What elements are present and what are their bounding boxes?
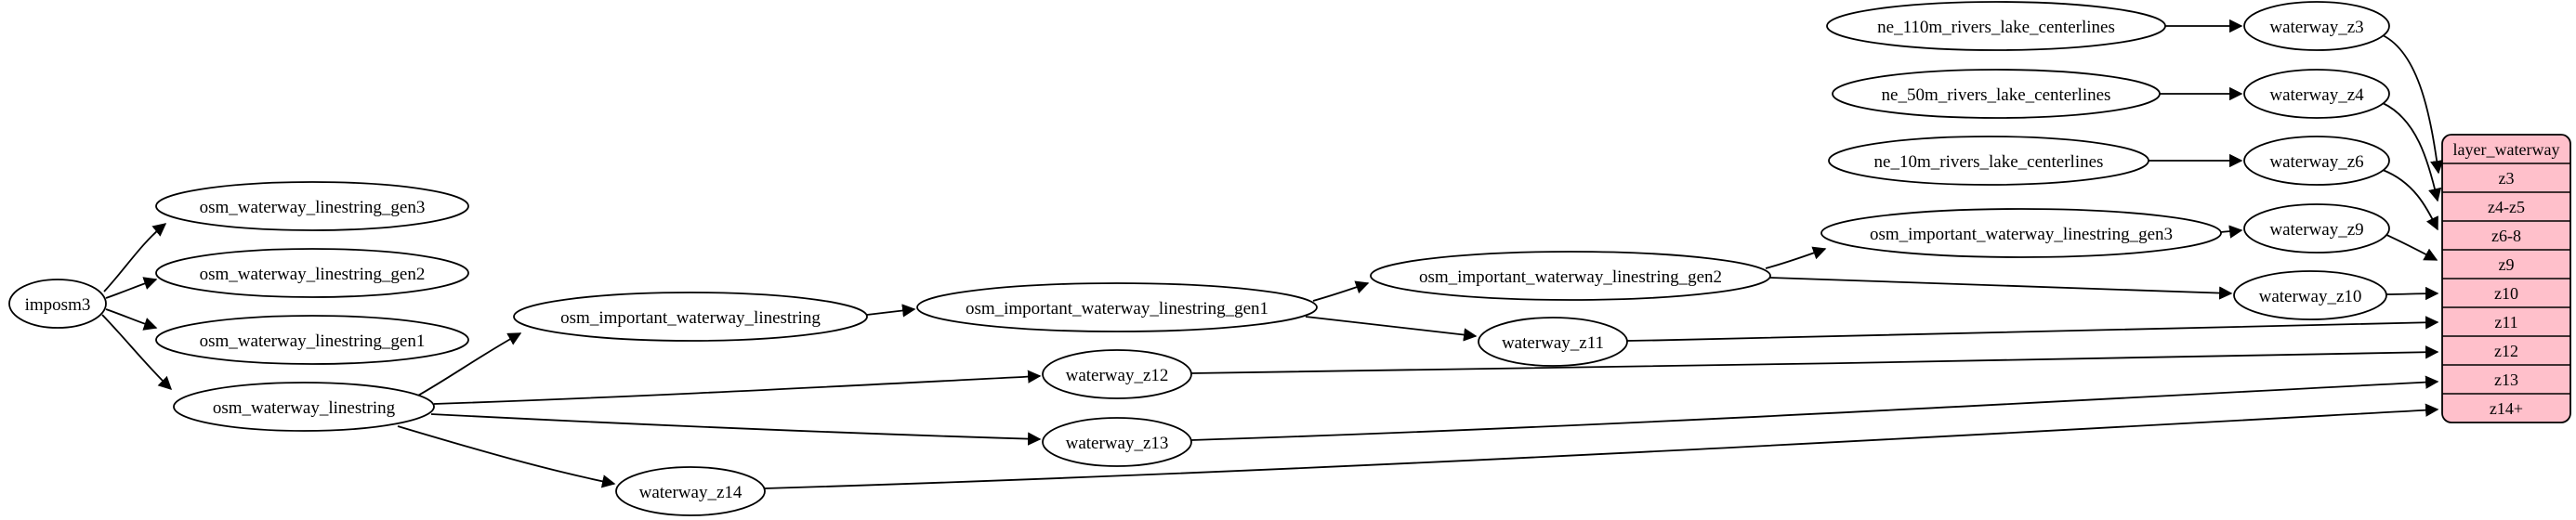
edge-important-gen1-to-gen2 <box>1312 280 1370 302</box>
node-ne_10m_rivers_lake_centerlines: ne_10m_rivers_lake_centerlines <box>1828 136 2149 186</box>
edge-important-gen2-to-waterway_z10 <box>1769 277 2233 300</box>
edge-imposm3-to-osm_waterway_linestring_gen1 <box>105 308 158 331</box>
node-ne_10m_rivers_lake_centerlines-label: ne_10m_rivers_lake_centerlines <box>1874 152 2104 172</box>
node-imposm3-label: imposm3 <box>25 295 91 315</box>
node-waterway_z11-label: waterway_z11 <box>1502 333 1604 353</box>
node-osm_important_waterway_linestring_gen3: osm_important_waterway_linestring_gen3 <box>1820 208 2222 258</box>
record-row-z13: z13 <box>2494 370 2518 389</box>
edge-important-gen2-to-gen3 <box>1765 246 1827 269</box>
node-osm_important_waterway_linestring: osm_important_waterway_linestring <box>513 292 868 342</box>
edge-waterway_z4-to-row-z4-z5 <box>2382 102 2442 202</box>
node-osm_waterway_linestring_gen2: osm_waterway_linestring_gen2 <box>155 248 469 298</box>
node-osm_waterway_linestring_gen3: osm_waterway_linestring_gen3 <box>155 181 469 231</box>
node-osm_waterway_linestring_gen1-label: osm_waterway_linestring_gen1 <box>200 332 426 351</box>
node-waterway_z4-label: waterway_z4 <box>2269 85 2364 105</box>
node-osm_important_waterway_linestring-label: osm_important_waterway_linestring <box>560 308 821 328</box>
node-waterway_z10-shape <box>2233 270 2387 320</box>
node-osm_waterway_linestring_gen3-label: osm_waterway_linestring_gen3 <box>200 198 426 217</box>
node-ne_110m_rivers_lake_centerlines-label: ne_110m_rivers_lake_centerlines <box>1877 18 2115 37</box>
edge-osm_waterway_linestring-to-osm_important_waterway_linestring <box>415 332 522 397</box>
edge-waterway_z14-to-row-z14plus <box>764 403 2439 489</box>
node-waterway_z3: waterway_z3 <box>2243 1 2390 51</box>
node-waterway_z4-shape <box>2243 69 2390 119</box>
node-ne_50m_rivers_lake_centerlines-label: ne_50m_rivers_lake_centerlines <box>1882 85 2111 105</box>
node-osm_important_waterway_linestring_gen2-label: osm_important_waterway_linestring_gen2 <box>1419 267 1722 287</box>
edge-waterway_z11-to-row-z11 <box>1626 316 2439 342</box>
edge-waterway_z13-to-row-z13 <box>1190 375 2439 441</box>
record-title: layer_waterway <box>2453 140 2560 159</box>
record-row-z12: z12 <box>2494 342 2518 360</box>
node-osm_waterway_linestring: osm_waterway_linestring <box>173 382 435 432</box>
node-waterway_z6-shape <box>2243 136 2390 186</box>
node-osm_waterway_linestring-shape <box>173 382 435 432</box>
edge-imposm3-to-osm_waterway_linestring_gen3 <box>103 223 167 292</box>
node-osm_important_waterway_linestring-shape <box>513 292 868 342</box>
node-imposm3-shape <box>8 279 107 329</box>
node-waterway_z9-shape <box>2243 203 2390 254</box>
node-waterway_z14-shape <box>615 466 766 516</box>
edge-waterway_z9-to-row-z9 <box>2384 233 2438 261</box>
node-waterway_z11-shape <box>1478 317 1628 367</box>
node-osm_important_waterway_linestring_gen3-label: osm_important_waterway_linestring_gen3 <box>1870 225 2173 244</box>
node-waterway_z12-label: waterway_z12 <box>1066 366 1169 385</box>
edge-waterway_z10-to-row-z10 <box>2385 286 2439 301</box>
node-waterway_z13-shape <box>1042 417 1192 467</box>
node-osm_waterway_linestring_gen1-shape <box>155 315 469 365</box>
node-ne_50m_rivers_lake_centerlines: ne_50m_rivers_lake_centerlines <box>1832 69 2161 119</box>
node-osm_waterway_linestring_gen2-label: osm_waterway_linestring_gen2 <box>200 265 426 284</box>
edge-important-gen1-to-waterway_z11 <box>1305 316 1478 342</box>
node-waterway_z9-label: waterway_z9 <box>2269 220 2363 240</box>
edge-osm_waterway_linestring-to-waterway_z13 <box>430 413 1042 446</box>
node-osm_waterway_linestring-label: osm_waterway_linestring <box>213 398 396 418</box>
record-row-z4-z5: z4-z5 <box>2488 198 2525 216</box>
node-osm_important_waterway_linestring_gen3-shape <box>1820 208 2222 258</box>
node-osm_important_waterway_linestring_gen2: osm_important_waterway_linestring_gen2 <box>1370 251 1771 301</box>
edge-osm_important_waterway_linestring-to-gen1 <box>866 304 916 318</box>
node-osm_important_waterway_linestring_gen1: osm_important_waterway_linestring_gen1 <box>916 282 1318 332</box>
edge-osm_waterway_linestring-to-waterway_z12 <box>433 370 1042 405</box>
record-row-z3: z3 <box>2499 169 2515 188</box>
node-waterway_z11: waterway_z11 <box>1478 317 1628 367</box>
node-ne_110m_rivers_lake_centerlines-shape <box>1826 1 2166 51</box>
node-ne_50m_rivers_lake_centerlines-shape <box>1832 69 2161 119</box>
edge-waterway_z12-to-row-z12 <box>1190 345 2439 374</box>
edge-imposm3-to-osm_waterway_linestring_gen2 <box>105 277 158 299</box>
node-ne_10m_rivers_lake_centerlines-shape <box>1828 136 2149 186</box>
edge-osm_waterway_linestring-to-waterway_z14 <box>397 425 616 488</box>
node-osm_waterway_linestring_gen3-shape <box>155 181 469 231</box>
node-waterway_z9: waterway_z9 <box>2243 203 2390 254</box>
node-waterway_z13: waterway_z13 <box>1042 417 1192 467</box>
node-waterway_z12-shape <box>1042 349 1192 399</box>
record-layer-waterway: layer_waterway z3 z4-z5 z6-8 z9 z10 z11 … <box>2441 134 2571 423</box>
record-row-z6-8: z6-8 <box>2491 227 2521 245</box>
node-waterway_z14-label: waterway_z14 <box>639 483 743 502</box>
record-row-z11: z11 <box>2494 313 2517 332</box>
record-row-z14plus: z14+ <box>2490 399 2523 418</box>
node-osm_important_waterway_linestring_gen1-shape <box>916 282 1318 332</box>
edge-waterway_z3-to-row-z3 <box>2382 34 2444 175</box>
node-waterway_z6-label: waterway_z6 <box>2269 152 2363 172</box>
node-waterway_z3-shape <box>2243 1 2390 51</box>
record-row-z9: z9 <box>2499 255 2515 274</box>
node-waterway_z4: waterway_z4 <box>2243 69 2390 119</box>
edge-waterway_z6-to-row-z6-8 <box>2382 169 2438 231</box>
node-waterway_z6: waterway_z6 <box>2243 136 2390 186</box>
edge-important-gen3-to-waterway_z9 <box>2220 225 2243 239</box>
node-waterway_z14: waterway_z14 <box>615 466 766 516</box>
node-waterway_z10: waterway_z10 <box>2233 270 2387 320</box>
node-waterway_z13-label: waterway_z13 <box>1066 434 1169 453</box>
node-osm_waterway_linestring_gen1: osm_waterway_linestring_gen1 <box>155 315 469 365</box>
edge-imposm3-to-osm_waterway_linestring <box>101 314 173 390</box>
node-imposm3: imposm3 <box>8 279 107 329</box>
node-ne_110m_rivers_lake_centerlines: ne_110m_rivers_lake_centerlines <box>1826 1 2166 51</box>
node-waterway_z3-label: waterway_z3 <box>2269 18 2363 37</box>
node-osm_important_waterway_linestring_gen2-shape <box>1370 251 1771 301</box>
node-waterway_z10-label: waterway_z10 <box>2259 287 2362 306</box>
node-osm_waterway_linestring_gen2-shape <box>155 248 469 298</box>
record-row-z10: z10 <box>2494 284 2518 303</box>
node-osm_important_waterway_linestring_gen1-label: osm_important_waterway_linestring_gen1 <box>966 299 1268 318</box>
node-waterway_z12: waterway_z12 <box>1042 349 1192 399</box>
